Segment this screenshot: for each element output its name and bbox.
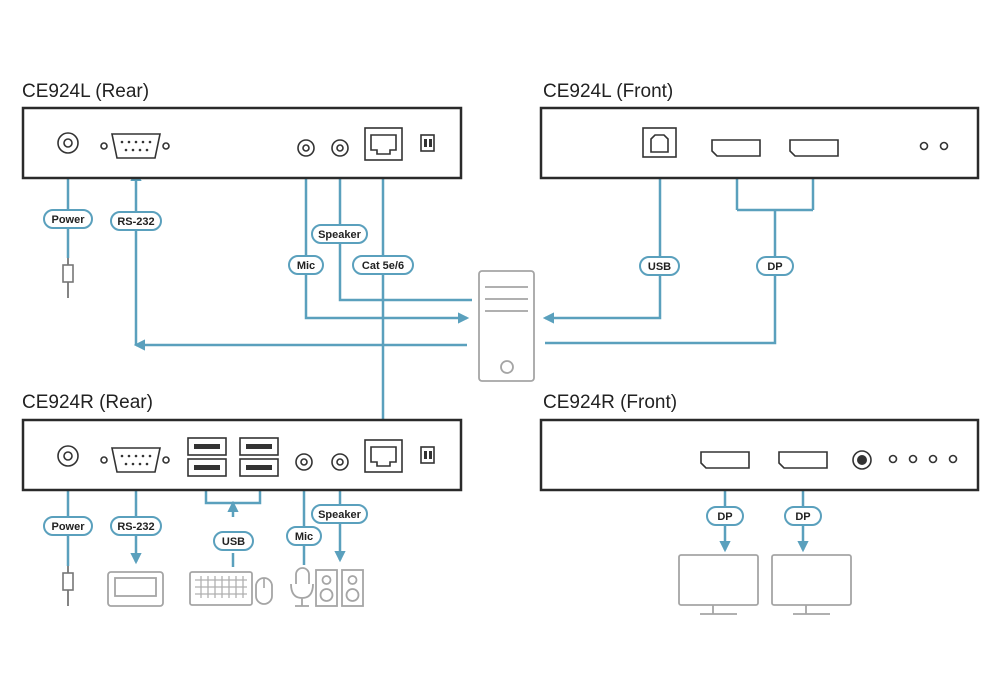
power-jack-icon [57,132,79,154]
label-mic-r: Mic [286,526,322,546]
label-text: Mic [297,260,315,272]
rj45-port-icon [364,127,403,161]
microphone-icon [290,567,314,607]
usb-a-port-icon [239,437,279,477]
panel-ce924r-front [539,418,980,492]
panel-ce924l-front [539,106,980,180]
usb-a-port-icon [187,437,227,477]
displayport-icon [778,451,828,469]
label-cat-l: Cat 5e/6 [352,255,414,275]
led-indicator [888,454,898,464]
label-text: RS-232 [117,521,154,533]
label-text: Mic [295,531,313,543]
speakers-icon [315,569,364,607]
label-usb-l: USB [639,256,680,276]
displayport-icon [711,139,761,157]
label-text: USB [648,261,671,273]
displayport-icon [789,139,839,157]
power-jack-icon [57,445,79,467]
label-usb-r: USB [213,531,254,551]
label-power-l: Power [43,209,93,229]
label-text: Speaker [318,509,362,521]
title-ce924l-rear: CE924L (Rear) [22,81,149,102]
led-indicator [928,454,938,464]
serial-port-icon [100,133,170,159]
computer-tower-icon [478,270,535,382]
led-indicator [948,454,958,464]
displayport-icon [700,451,750,469]
serial-console-icon [107,571,164,607]
cable-mic-l [304,158,470,324]
label-text: Power [51,521,85,533]
panel-ce924r-rear [21,418,463,492]
audio-jack-icon [331,453,349,471]
label-rs232-r: RS-232 [110,516,162,536]
monitor-icon [678,554,759,615]
label-dp-r-a: DP [706,506,744,526]
led-indicator [908,454,918,464]
usb-b-port-icon [642,127,677,158]
label-mic-l: Mic [288,255,324,275]
label-power-r: Power [43,516,93,536]
audio-jack-icon [297,139,315,157]
label-text: DP [795,511,810,523]
audio-jack-icon [852,450,872,470]
label-text: RS-232 [117,216,154,228]
label-text: DP [717,511,732,523]
title-ce924r-front: CE924R (Front) [543,392,677,413]
label-text: Cat 5e/6 [362,260,404,272]
label-text: Speaker [318,229,362,241]
cable-speaker-l [334,165,472,302]
panel-ce924l-rear [21,106,463,180]
cable-dp-l-trunk [545,210,777,345]
power-plug-icon [62,566,74,606]
audio-jack-icon [331,139,349,157]
audio-jack-icon [295,453,313,471]
label-dp-l: DP [756,256,794,276]
title-ce924l-front: CE924L (Front) [543,81,673,102]
led-indicator [939,141,949,151]
label-text: DP [767,261,782,273]
dip-switch-icon [420,134,435,152]
keyboard-icon [189,571,253,606]
label-rs232-l: RS-232 [110,211,162,231]
cables [66,158,819,567]
rj45-port-icon [364,439,403,473]
mouse-icon [255,577,273,605]
serial-port-icon [100,447,170,473]
title-ce924r-rear: CE924R (Rear) [22,392,153,413]
label-speaker-l: Speaker [311,224,368,244]
label-text: Power [51,214,85,226]
label-text: USB [222,536,245,548]
led-indicator [919,141,929,151]
dip-switch-icon [420,446,435,464]
label-speaker-r: Speaker [311,504,368,524]
power-plug-icon [62,258,74,298]
cable-rs232-l [136,172,467,345]
monitor-icon [771,554,852,615]
label-dp-r-b: DP [784,506,822,526]
cable-usb-l [542,158,662,324]
